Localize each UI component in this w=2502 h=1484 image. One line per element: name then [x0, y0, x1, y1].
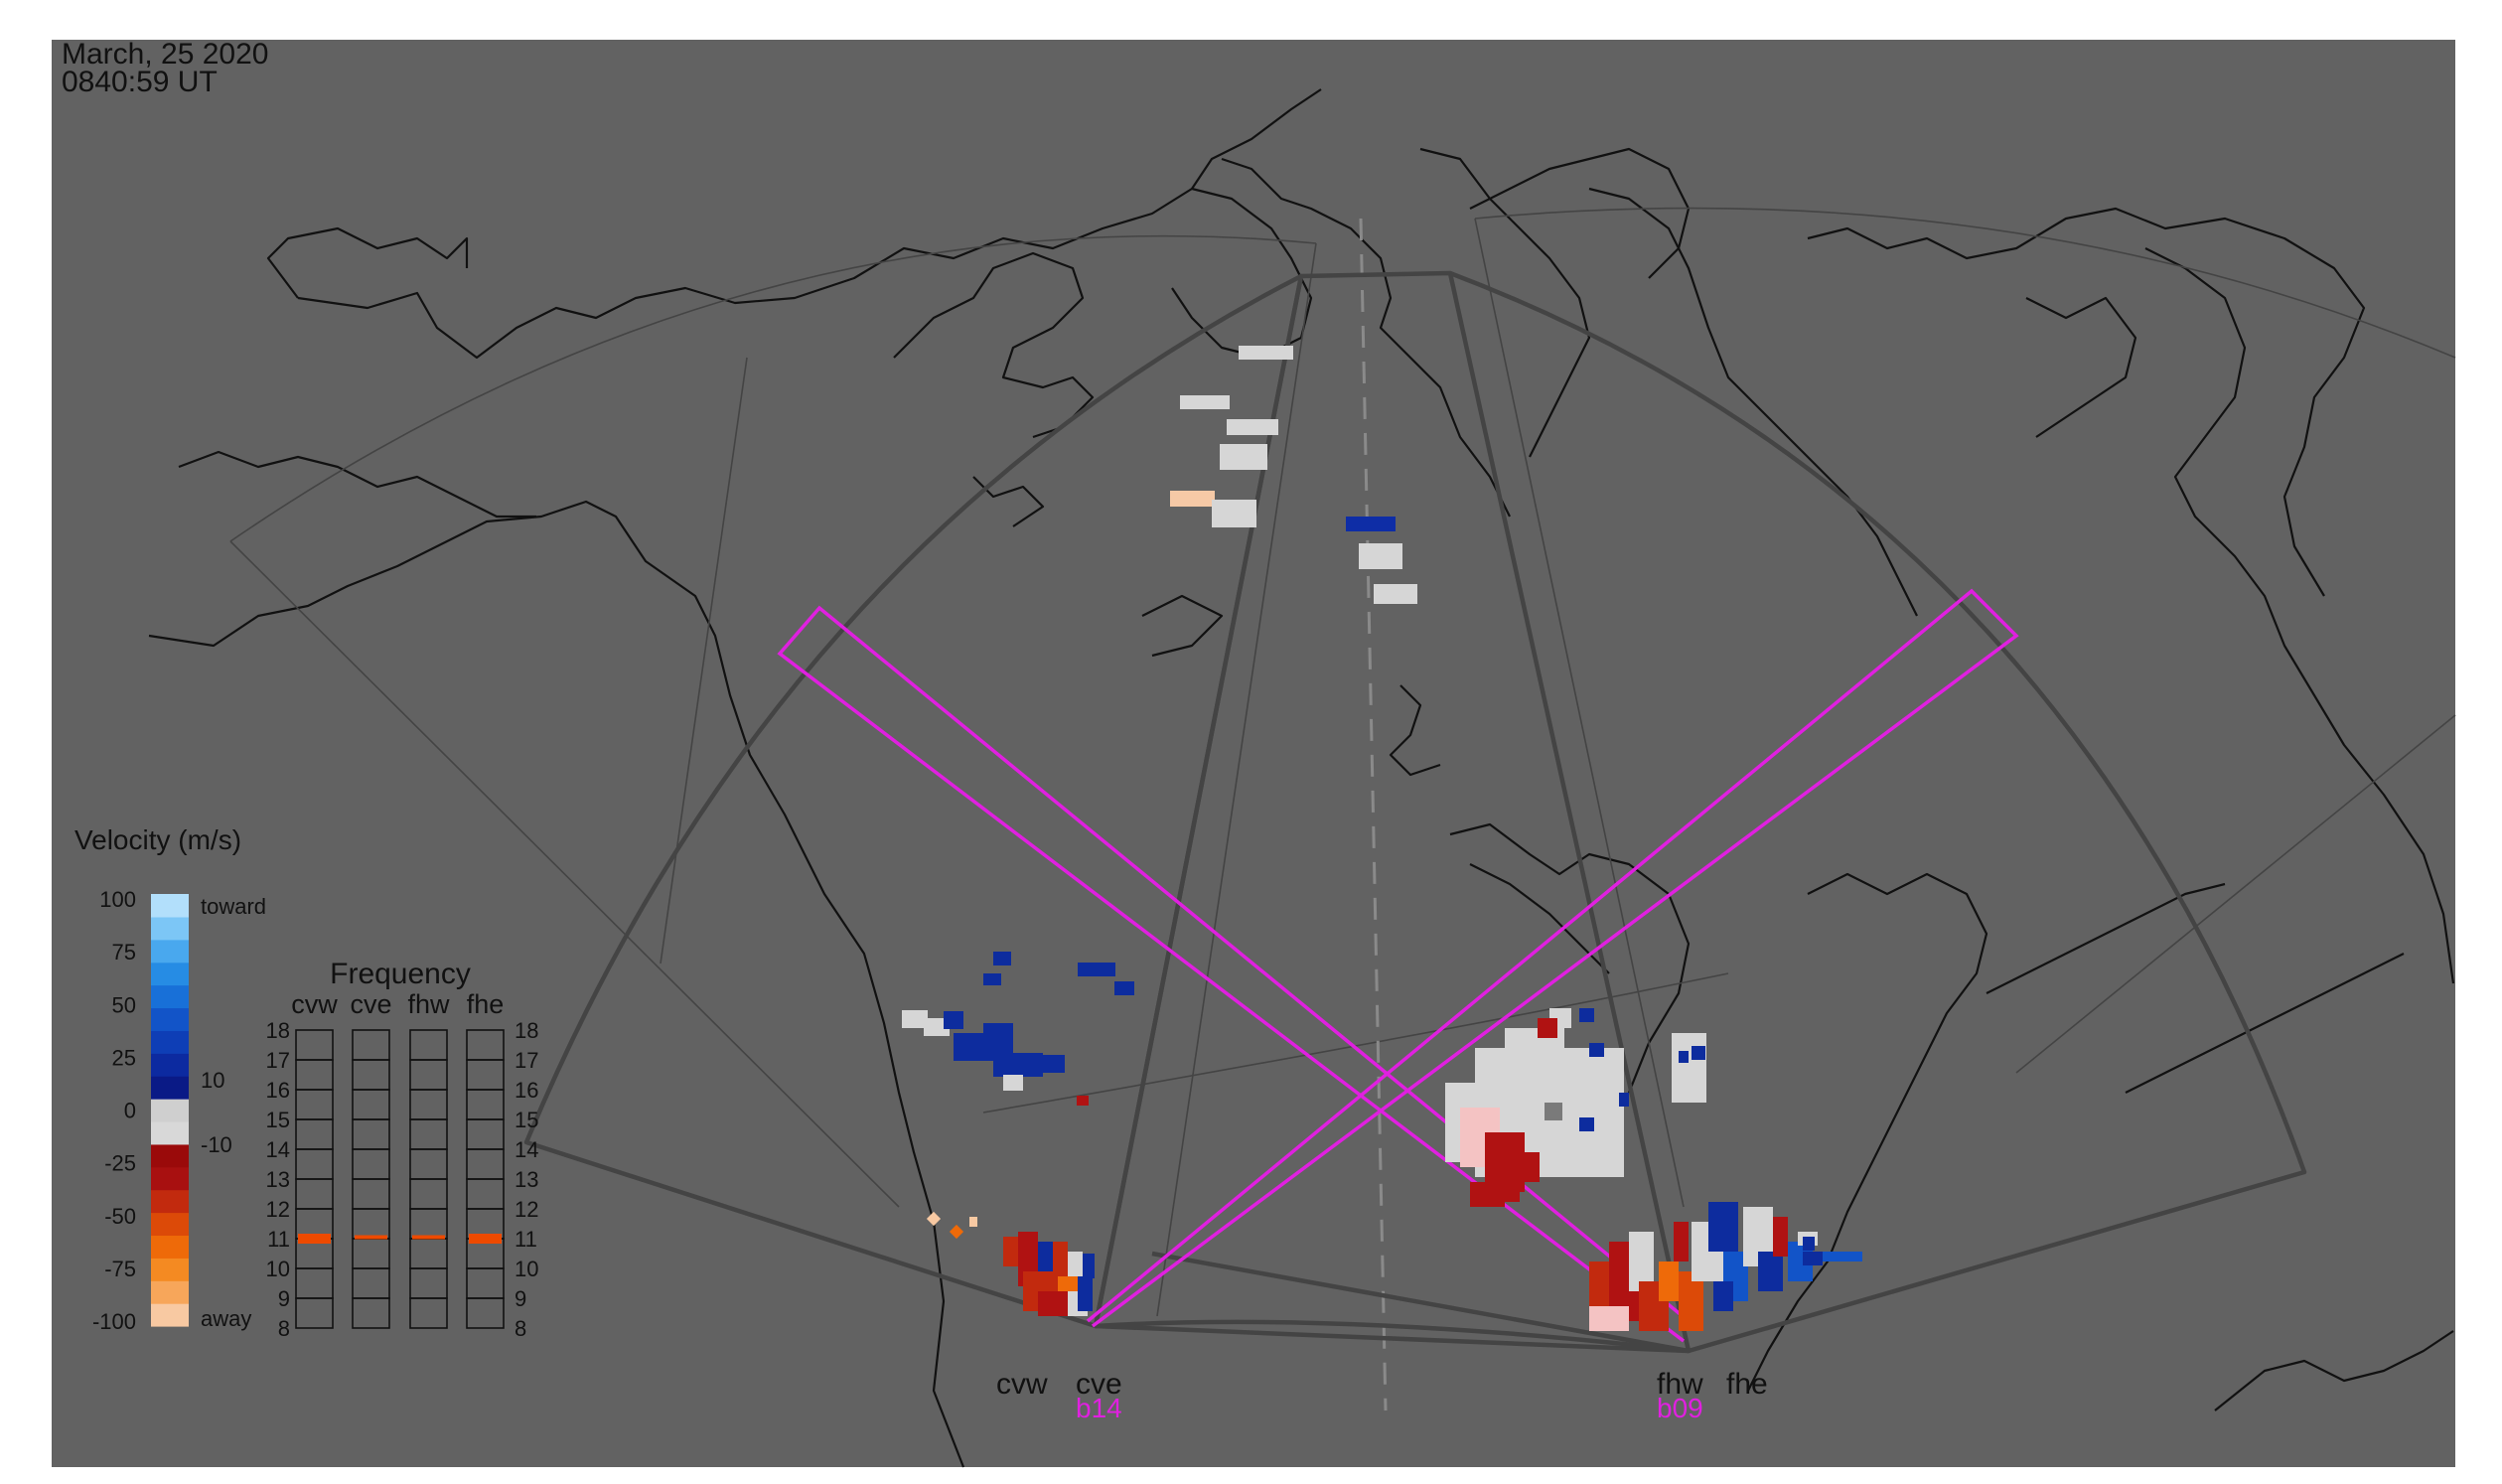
beam-label-fh: b09 — [1657, 1393, 1703, 1423]
radar-label-fhw: fhw — [1657, 1368, 1703, 1401]
coastline-icon — [148, 88, 2455, 1468]
frequency-level-right: 11 — [515, 1227, 537, 1252]
time-label: 0840:59 UT — [62, 66, 218, 98]
frequency-cell — [352, 1297, 390, 1329]
velocity-tick: -50 — [104, 1204, 136, 1229]
frequency-radar-label: cvw — [291, 989, 338, 1019]
velocity-tick: 50 — [112, 992, 136, 1017]
frequency-level-right: 12 — [515, 1197, 538, 1222]
colorbar-segment — [151, 1143, 189, 1168]
beam-highlight-icon — [777, 588, 2019, 1343]
frequency-level-right: 16 — [515, 1078, 538, 1103]
grid-lines — [229, 207, 2456, 1317]
velocity-away-label: away — [201, 1306, 251, 1331]
center-meridian — [1359, 218, 1388, 1411]
velocity-threshold-neg: -10 — [201, 1132, 232, 1157]
frequency-cell — [295, 1297, 334, 1329]
frequency-level-left: 17 — [266, 1048, 290, 1073]
beam-label-cv: b14 — [1076, 1393, 1122, 1423]
colorbar-segment — [151, 1166, 189, 1191]
frequency-mark — [355, 1235, 387, 1240]
colorbar-segment — [151, 1303, 189, 1327]
frequency-level-left: 14 — [266, 1137, 290, 1162]
frequency-title: Frequency — [330, 958, 471, 990]
frequency-level-right: 18 — [515, 1018, 538, 1043]
velocity-tick-labels: 100 75 50 25 0 -25 -50 -75 -100 — [92, 887, 136, 1334]
frequency-mark — [469, 1234, 502, 1244]
frequency-level-left: 10 — [266, 1257, 290, 1281]
velocity-tick: 0 — [124, 1099, 136, 1123]
velocity-cell-icon — [902, 346, 1862, 1331]
velocity-colorbar — [151, 894, 189, 1327]
colorbar-segment — [151, 1076, 189, 1100]
colorbar-segment — [151, 984, 189, 1009]
velocity-title: Velocity (m/s) — [74, 824, 241, 855]
date-label: March, 25 2020 — [62, 38, 269, 71]
velocity-tick: 75 — [112, 940, 136, 965]
frequency-level-right: 15 — [515, 1108, 538, 1132]
frequency-radar-label: cve — [350, 989, 391, 1019]
frequency-level-right: 9 — [515, 1286, 526, 1311]
frequency-level-left: 12 — [266, 1197, 290, 1222]
colorbar-segment — [151, 1258, 189, 1281]
frequency-level-left: 8 — [278, 1316, 290, 1341]
colorbar-segment — [151, 1212, 189, 1237]
frequency-cell — [466, 1297, 505, 1329]
frequency-radar-label: fhe — [467, 989, 505, 1019]
radar-label-cvw: cvw — [996, 1368, 1048, 1401]
frequency-mark — [412, 1235, 445, 1240]
frequency-level-left: 15 — [266, 1108, 290, 1132]
velocity-tick: 100 — [99, 887, 136, 912]
colorbar-segment — [151, 1007, 189, 1031]
velocity-tick: -75 — [104, 1257, 136, 1281]
colorbar-segment — [151, 1053, 189, 1077]
frequency-level-left: 11 — [267, 1227, 290, 1252]
colorbar-segment — [151, 1030, 189, 1054]
frequency-level-left: 9 — [278, 1286, 290, 1311]
frequency-level-left: 16 — [266, 1078, 290, 1103]
map-background — [52, 40, 2455, 1467]
frequency-level-right: 10 — [515, 1257, 538, 1281]
velocity-tick: -100 — [92, 1309, 136, 1334]
frequency-level-right: 14 — [515, 1137, 538, 1162]
velocity-threshold-pos: 10 — [201, 1068, 224, 1093]
velocity-toward-label: toward — [201, 894, 266, 919]
colorbar-segment — [151, 1235, 189, 1259]
colorbar-segment — [151, 894, 189, 918]
frequency-mark — [298, 1234, 331, 1244]
frequency-level-right: 13 — [515, 1167, 538, 1192]
frequency-level-left: 13 — [266, 1167, 290, 1192]
radar-label-fhe: fhe — [1726, 1368, 1768, 1401]
velocity-tick: 25 — [112, 1045, 136, 1070]
frequency-level-right: 8 — [515, 1316, 526, 1341]
colorbar-segment — [151, 1189, 189, 1214]
radar-label-cve: cve — [1076, 1368, 1122, 1401]
colorbar-segment — [151, 1280, 189, 1304]
colorbar-segment — [151, 1120, 189, 1145]
frequency-level-right: 17 — [515, 1048, 538, 1073]
frequency-radar-label: fhw — [407, 989, 450, 1019]
frequency-cell — [409, 1297, 448, 1329]
colorbar-segment — [151, 1099, 189, 1122]
velocity-tick: -25 — [104, 1151, 136, 1176]
colorbar-segment — [151, 939, 189, 964]
frequency-level-left: 18 — [266, 1018, 290, 1043]
colorbar-segment — [151, 962, 189, 986]
colorbar-segment — [151, 916, 189, 941]
